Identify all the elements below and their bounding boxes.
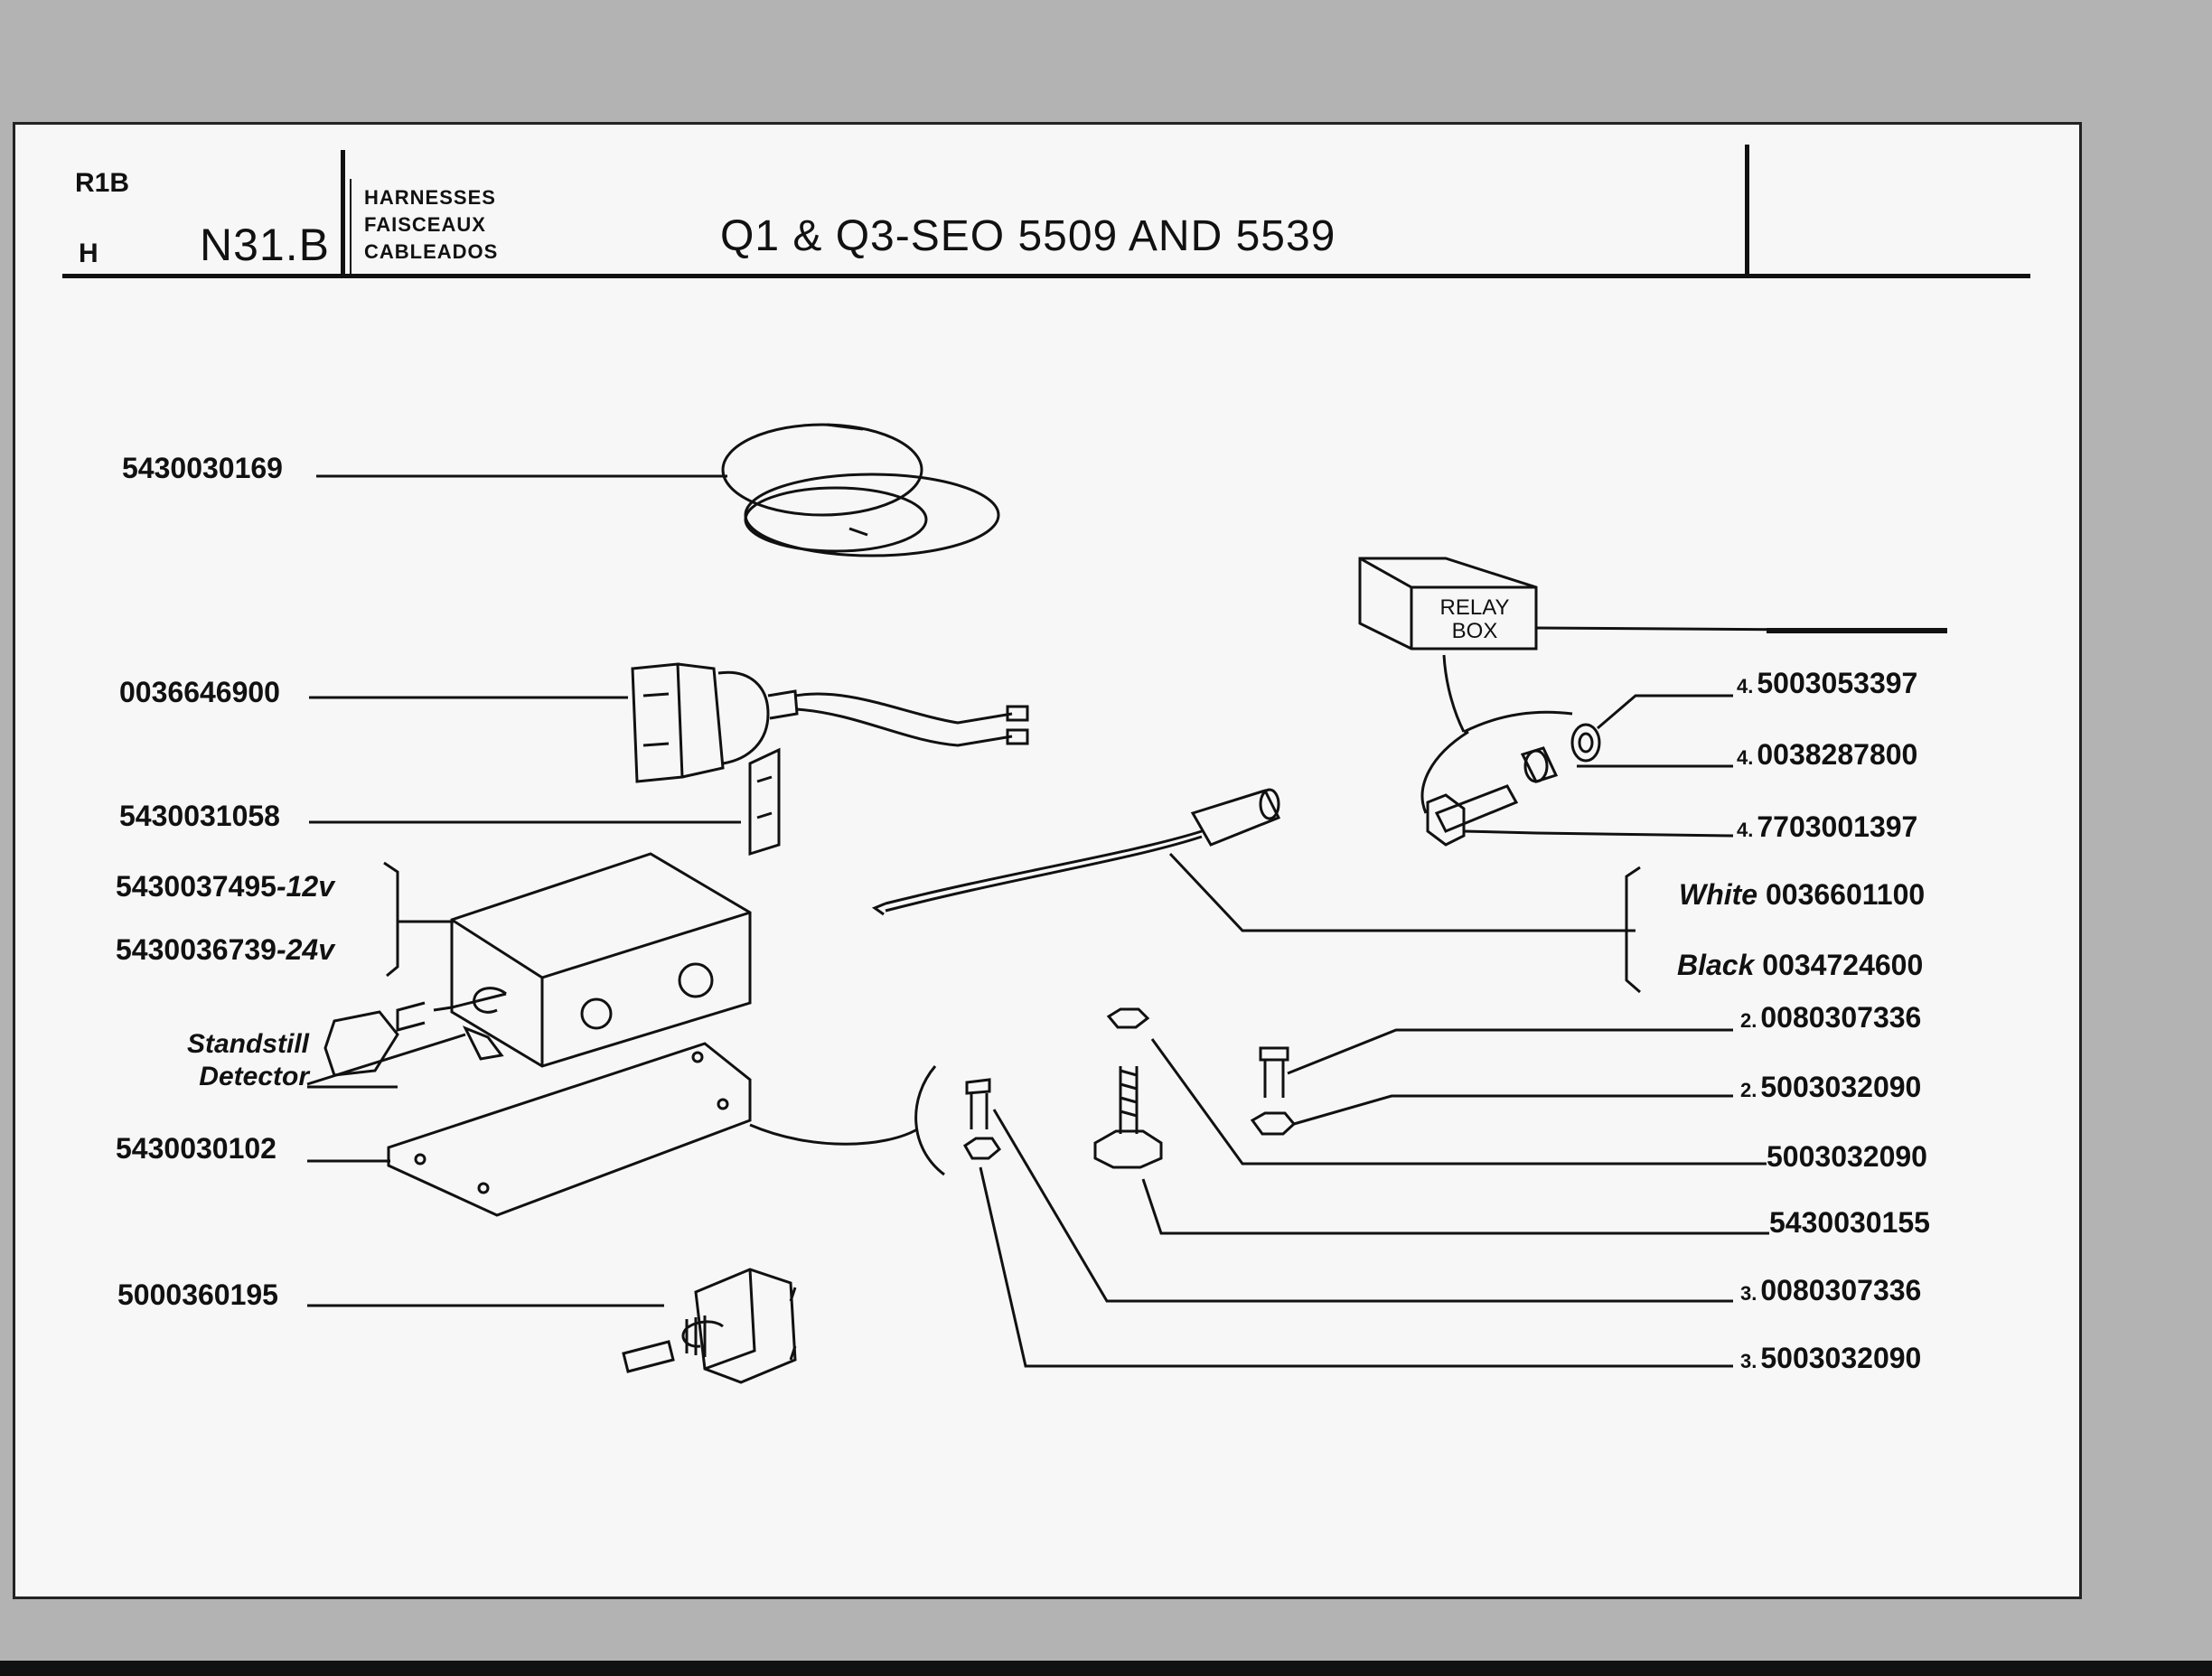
toggle-switch-icon	[622, 1268, 797, 1384]
section-label-es: CABLEADOS	[364, 240, 499, 263]
leader-line	[1141, 1178, 1769, 1235]
part-number: 5430036739	[116, 933, 276, 966]
part-number: 0080307336	[1760, 1274, 1922, 1306]
bracket	[1625, 866, 1641, 994]
header-divider-thin	[350, 179, 351, 278]
part-number-wire: 5430030169	[122, 452, 283, 484]
header-divider	[341, 150, 345, 278]
wire-color: White	[1679, 878, 1758, 911]
part-number: 5003032090	[1760, 1071, 1922, 1103]
bracket	[383, 861, 399, 978]
leader-line	[1463, 829, 1734, 838]
part-number: 0080307336	[1760, 1001, 1922, 1034]
part-number: 5003032090	[1760, 1342, 1922, 1374]
part-number-spacer: 4.0038287800	[1737, 738, 1917, 772]
mounting-plate-icon	[387, 1042, 945, 1217]
leader-line	[1150, 1038, 1767, 1166]
part-number-rocker-cap: 5430031058	[119, 800, 280, 832]
sheet-reference: N31.B	[200, 220, 330, 270]
header-divider-right	[1745, 145, 1749, 276]
wire-color: Black	[1677, 949, 1755, 981]
part-number-nut-single: 5003032090	[1767, 1140, 1927, 1173]
part-number-washer: 4.5003053397	[1737, 667, 1917, 700]
part-number-bolt: 4.7703001397	[1737, 810, 1917, 844]
voltage-label: -12v	[276, 870, 335, 903]
bolt-washer-spacer-icon	[1426, 723, 1601, 847]
coiled-wire-icon	[721, 423, 1000, 557]
voltage-label: -24v	[276, 933, 335, 966]
sheet-letter: H	[79, 239, 98, 268]
relay-box-icon	[1358, 557, 1947, 814]
part-number: 7703001397	[1757, 810, 1918, 843]
part-number-control-box-12v: 5430037495-12v	[116, 870, 334, 904]
label-line: Standstill	[186, 1029, 309, 1059]
part-number-adjuster: 5430030155	[1769, 1206, 1930, 1239]
part-number-sensor-black: Black 0034724600	[1677, 949, 1923, 982]
part-number-screw: 2.0080307336	[1740, 1001, 1921, 1035]
quantity: 2.	[1740, 1009, 1757, 1032]
rocker-switch-icon	[631, 662, 1029, 783]
section-label-en: HARNESSES	[364, 186, 496, 209]
leader-line	[992, 1109, 1733, 1303]
part-number: 0034724600	[1762, 949, 1924, 981]
quantity: 3.	[1740, 1350, 1757, 1372]
rocker-cap-icon	[748, 747, 781, 857]
quantity: 3.	[1740, 1282, 1757, 1305]
sheet-code: R1B	[75, 168, 130, 198]
part-number: 5430037495	[116, 870, 276, 903]
label-line: Detector	[199, 1062, 309, 1091]
leader-line	[1597, 694, 1733, 730]
page-title: Q1 & Q3-SEO 5509 AND 5539	[720, 212, 1336, 260]
section-label-fr: FAISCEAUX	[364, 213, 486, 236]
part-number-nut: 2.5003032090	[1740, 1071, 1921, 1104]
part-number-rocker-switch: 0036646900	[119, 676, 280, 708]
leader-line	[306, 1033, 466, 1086]
part-number-nut-small: 3.5003032090	[1740, 1342, 1921, 1375]
part-number-sensor-white: White 0036601100	[1679, 878, 1925, 912]
part-number-screw-small: 3.0080307336	[1740, 1274, 1921, 1307]
quantity: 4.	[1737, 675, 1754, 698]
part-number: 5003053397	[1757, 667, 1918, 699]
parts-sheet: R1B H N31.B HARNESSES FAISCEAUX CABLEADO…	[13, 122, 2082, 1599]
leader-line	[1287, 1028, 1733, 1075]
screw-nut-set-icon	[963, 1007, 1297, 1169]
quantity: 4.	[1737, 746, 1754, 769]
part-number-control-box-24v: 5430036739-24v	[116, 933, 334, 967]
quantity: 2.	[1740, 1079, 1757, 1101]
header-rule	[62, 274, 2030, 278]
leader-line	[1168, 852, 1636, 932]
part-number-toggle-switch: 5000360195	[117, 1278, 278, 1311]
sensor-probe-icon	[871, 788, 1281, 916]
leader-line	[979, 1166, 1733, 1368]
relay-box-label-line2: BOX	[1452, 619, 1498, 643]
leader-line	[1293, 1094, 1733, 1126]
control-box-icon	[323, 852, 752, 1077]
part-number-mounting-plate: 5430030102	[116, 1132, 276, 1165]
quantity: 4.	[1737, 819, 1754, 841]
scan-edge	[0, 1661, 2212, 1676]
part-number: 0036601100	[1765, 878, 1926, 911]
relay-box-label-line1: RELAY	[1440, 595, 1510, 620]
part-number: 0038287800	[1757, 738, 1918, 771]
